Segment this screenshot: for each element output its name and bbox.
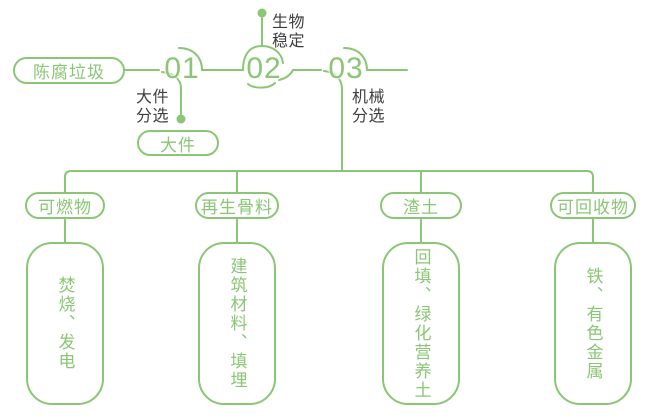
curve-02-to-03 [278, 69, 322, 81]
result-text: 回填、绿化营养土 [411, 247, 431, 400]
branch-pill-combustibles: 可燃物 [25, 192, 105, 219]
result-box-combustibles: 焚烧、发电 [26, 242, 104, 405]
branch-pill-recyclables: 可回收物 [550, 192, 636, 219]
stage-label-bio-stabilization: 生物 稳定 [272, 14, 306, 50]
output-pill-bulky: 大件 [137, 130, 219, 156]
result-box-recyclables: 铁、有色金属 [554, 242, 632, 405]
result-text: 建筑材料、填埋 [227, 257, 247, 390]
curve-03-down [323, 70, 343, 172]
result-text: 焚烧、发电 [55, 276, 75, 371]
stage-number-02: 02 [246, 52, 282, 85]
branch-pill-label: 可燃物 [38, 198, 92, 217]
result-text: 铁、有色金属 [583, 266, 603, 381]
output-dot-icon [176, 114, 186, 124]
arc-02-bottom [247, 82, 276, 89]
branch-pill-label: 可回收物 [557, 198, 629, 217]
branch-pill-label: 再生骨料 [201, 198, 273, 217]
source-label: 陈腐垃圾 [33, 63, 105, 82]
result-box-slag-soil: 回填、绿化营养土 [382, 242, 460, 405]
stage-label-bulky-sorting: 大件 分选 [136, 89, 170, 125]
result-box-recycled-aggregate: 建筑材料、填埋 [198, 242, 276, 405]
branch-pill-recycled-aggregate: 再生骨料 [195, 192, 279, 219]
curve-01-down [161, 71, 182, 115]
source-pill: 陈腐垃圾 [13, 57, 125, 84]
branch-pill-slag-soil: 渣土 [380, 192, 462, 219]
stage-number-01: 01 [164, 52, 200, 85]
output-pill-label: 大件 [160, 135, 196, 155]
bio-dot-icon [257, 8, 267, 18]
branch-pill-label: 渣土 [403, 198, 439, 217]
distribution-bar [64, 170, 594, 193]
stage-label-mechanical-sorting: 机械 分选 [352, 89, 386, 125]
arc-01 [178, 47, 244, 71]
stage-number-03: 03 [328, 52, 364, 85]
arc-03 [343, 47, 408, 71]
